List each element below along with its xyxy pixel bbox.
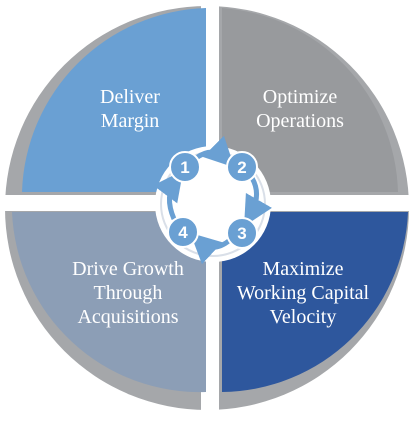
cycle-arrows (153, 135, 272, 265)
cycle-arrow-4-1 (153, 170, 184, 220)
cycle-arrow-3-4 (190, 232, 232, 265)
quadrant-maximize-working-capital (222, 212, 408, 392)
quadrant-label-optimize-operations-line-1: Optimize (263, 86, 338, 108)
quadrant-label-maximize-working-capital-line-1: Maximize (262, 258, 343, 280)
quadrant-label-optimize-operations-line-2: Operations (256, 110, 344, 132)
quadrant-label-drive-growth-line-3: Acquisitions (77, 306, 178, 328)
quadrant-label-maximize-working-capital-line-3: Velocity (270, 306, 337, 328)
step-markers: 1 2 3 4 (167, 151, 258, 249)
step-number-2: 2 (237, 158, 246, 177)
cycle-arrow-1-2 (194, 135, 235, 168)
step-number-1: 1 (180, 158, 189, 177)
step-circle-4 (167, 216, 199, 248)
step-circle-2 (226, 151, 258, 183)
quadrant-label-drive-growth-line-1: Drive Growth (72, 258, 184, 280)
step-circle-1 (169, 151, 201, 183)
step-number-3: 3 (237, 224, 246, 243)
quadrant-drive-growth (12, 212, 206, 393)
quadrant-deliver-margin (22, 8, 206, 192)
quadrant-label-drive-growth-line-2: Through (94, 282, 163, 304)
quadrant-label-deliver-margin-line-2: Margin (101, 110, 160, 132)
quadrants (12, 8, 408, 393)
quadrant-label-deliver-margin-line-1: Deliver (100, 86, 160, 108)
step-circle-3 (226, 217, 258, 249)
quadrant-label-maximize-working-capital-line-2: Working Capital (237, 282, 370, 304)
quadrant-optimize-operations (222, 8, 398, 192)
cycle-arrow-2-3 (244, 176, 272, 227)
step-number-4: 4 (178, 223, 188, 242)
